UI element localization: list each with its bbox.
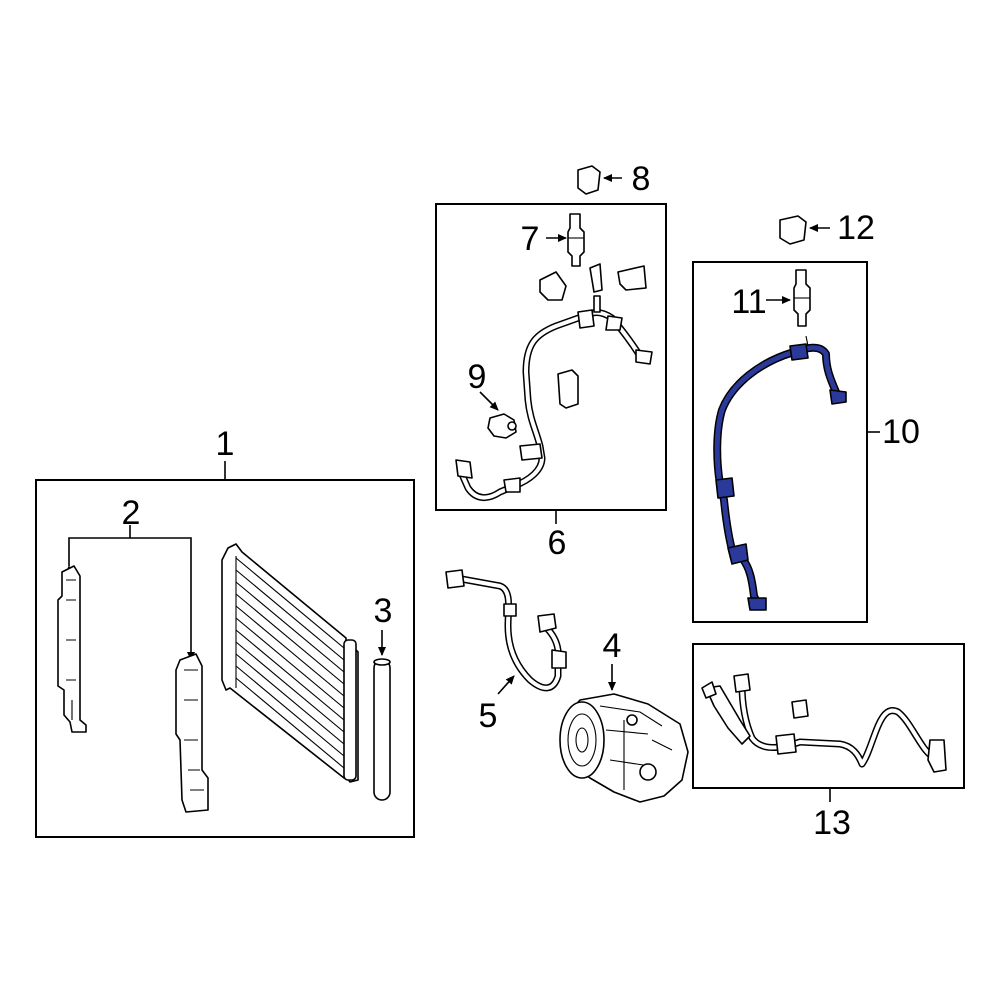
part-condenser[interactable] [221,543,359,783]
callout-2: 2 [122,494,141,532]
callout-12: 12 [837,209,875,247]
group-discharge-hose [692,261,880,623]
group-condenser-assembly [35,461,415,838]
callout-9: 9 [468,358,487,396]
part-liquid-line[interactable] [701,673,947,773]
callout-4: 4 [603,627,622,665]
part-suction-hose[interactable] [445,569,567,695]
box-discharge-hose-group [692,261,868,623]
part-service-valve-9[interactable] [479,391,517,439]
callout-5: 5 [479,697,498,735]
part-pressure-sensor-11[interactable] [766,269,811,327]
part-compressor[interactable] [559,664,689,803]
part-side-brackets[interactable] [57,525,209,813]
box-liquid-line-group [692,643,965,789]
callout-11: 11 [731,283,766,321]
part-receiver-drier[interactable] [373,630,391,801]
callout-6: 6 [548,524,567,562]
callout-labels: 1 2 3 4 5 6 7 8 9 10 11 12 13 [122,160,920,842]
callout-13: 13 [813,804,851,842]
group-liquid-line [692,643,965,802]
part-cap-12[interactable] [779,215,830,245]
callout-10: 10 [882,413,920,451]
box-hose-group [435,203,667,511]
group-hose-assembly [435,203,667,524]
callout-3: 3 [374,592,393,630]
part-hose-assembly[interactable] [455,263,653,501]
callout-8: 8 [632,160,651,198]
callout-1: 1 [216,425,235,463]
part-cap-8[interactable] [577,165,622,195]
callout-7: 7 [521,220,540,258]
part-pressure-sensor-7[interactable] [546,213,585,267]
part-discharge-hose[interactable] [713,335,847,611]
